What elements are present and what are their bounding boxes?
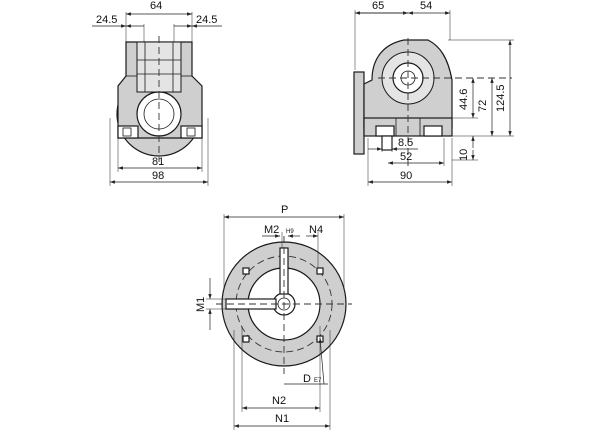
side-dim-90: 90 [400, 170, 412, 182]
front-dim-64: 64 [150, 0, 162, 12]
flange-bolt-hole-tl [242, 267, 250, 275]
side-foot-right [423, 125, 443, 137]
front-foot-right [180, 125, 203, 139]
side-dim-54: 54 [420, 0, 432, 12]
side-dim-10: 10 [458, 149, 470, 161]
flange-bolt-hole-tr [316, 267, 324, 275]
flange-label-d: D [303, 373, 311, 385]
side-dim-44-6: 44.6 [458, 89, 470, 110]
front-view: 64 24.5 24.5 81 98 [92, 0, 222, 186]
front-dim-81: 81 [152, 156, 164, 168]
flange-label-n2: N2 [272, 395, 286, 407]
side-dim-8-5: 8.5 [398, 137, 413, 149]
side-flange-plate [353, 71, 365, 155]
flange-bolt-hole-bl [242, 335, 250, 343]
flange-label-n4: N4 [309, 224, 323, 236]
flange-label-m1: M1 [195, 297, 207, 312]
side-dim-124-5: 124.5 [495, 84, 507, 112]
flange-label-e7: E7 [314, 378, 322, 384]
side-dim-65: 65 [372, 0, 384, 12]
flange-label-h9: H9 [286, 229, 294, 235]
side-dim-52: 52 [400, 151, 412, 163]
flange-view: P M2 H9 N4 M1 D E7 N2 N1 [195, 204, 352, 430]
side-shaft-key [381, 135, 393, 151]
side-view: 65 54 124.5 72 44.6 10 8.5 52 90 [353, 0, 514, 186]
flange-label-m2: M2 [264, 224, 279, 236]
side-dim-72: 72 [477, 100, 489, 112]
flange-label-n1: N1 [275, 413, 289, 425]
flange-label-p: P [281, 204, 288, 216]
side-foot-left [375, 125, 395, 137]
front-dim-left: 24.5 [96, 14, 117, 26]
front-dim-98: 98 [152, 170, 164, 182]
front-dim-right: 24.5 [196, 14, 217, 26]
